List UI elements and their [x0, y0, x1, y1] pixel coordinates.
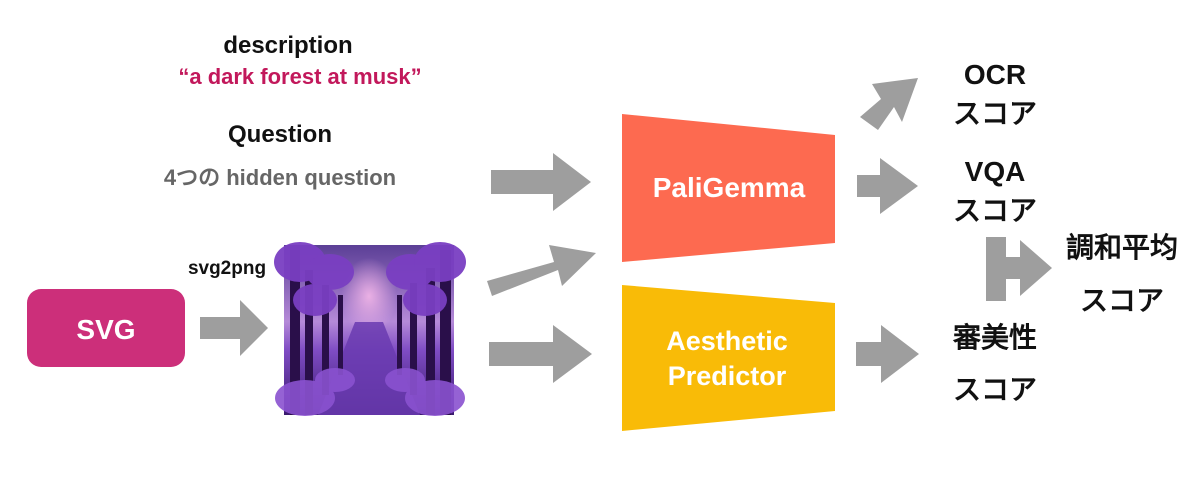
aesthetic-block: [622, 285, 835, 431]
arrow-combine-to-harmonic: [1006, 240, 1052, 296]
vqa-score-line2: スコア: [952, 195, 1037, 226]
arrow-svg-to-image: [200, 300, 268, 356]
vqa-score-line1: VQA: [964, 156, 1026, 187]
arrow-image-to-aesthetic: [489, 325, 592, 383]
ocr-score-line2: スコア: [952, 98, 1037, 129]
arrow-paligemma-to-vqa: [857, 158, 918, 214]
question-text: 4つの hidden question: [163, 165, 397, 190]
svg-box: [27, 289, 185, 367]
paligemma-block: [622, 114, 835, 262]
description-text: “a dark forest at musk”: [178, 64, 422, 89]
arrow-combine-bar: [986, 237, 1006, 301]
arrow-aesthetic-to-score: [856, 325, 919, 383]
arrow-image-to-paligemma: [487, 245, 596, 296]
aesthetic-label-line1: Aesthetic: [666, 326, 788, 356]
harmonic-score-line2: スコア: [1079, 285, 1164, 316]
paligemma-label: PaliGemma: [653, 172, 806, 203]
aesthetic-score-line2: スコア: [952, 374, 1037, 405]
ocr-score-line1: OCR: [963, 59, 1027, 90]
aesthetic-score-line1: 審美性: [952, 322, 1037, 353]
description-label: description: [223, 32, 353, 59]
arrow-paligemma-to-ocr: [860, 78, 918, 130]
harmonic-score-line1: 調和平均: [1065, 232, 1178, 263]
svg2png-label: svg2png: [187, 258, 267, 279]
arrow-text-to-paligemma: [491, 153, 591, 211]
question-label: Question: [227, 121, 332, 148]
aesthetic-label-line2: Predictor: [668, 361, 787, 391]
generated-image: [274, 242, 466, 416]
svg-box-label: SVG: [76, 314, 135, 345]
